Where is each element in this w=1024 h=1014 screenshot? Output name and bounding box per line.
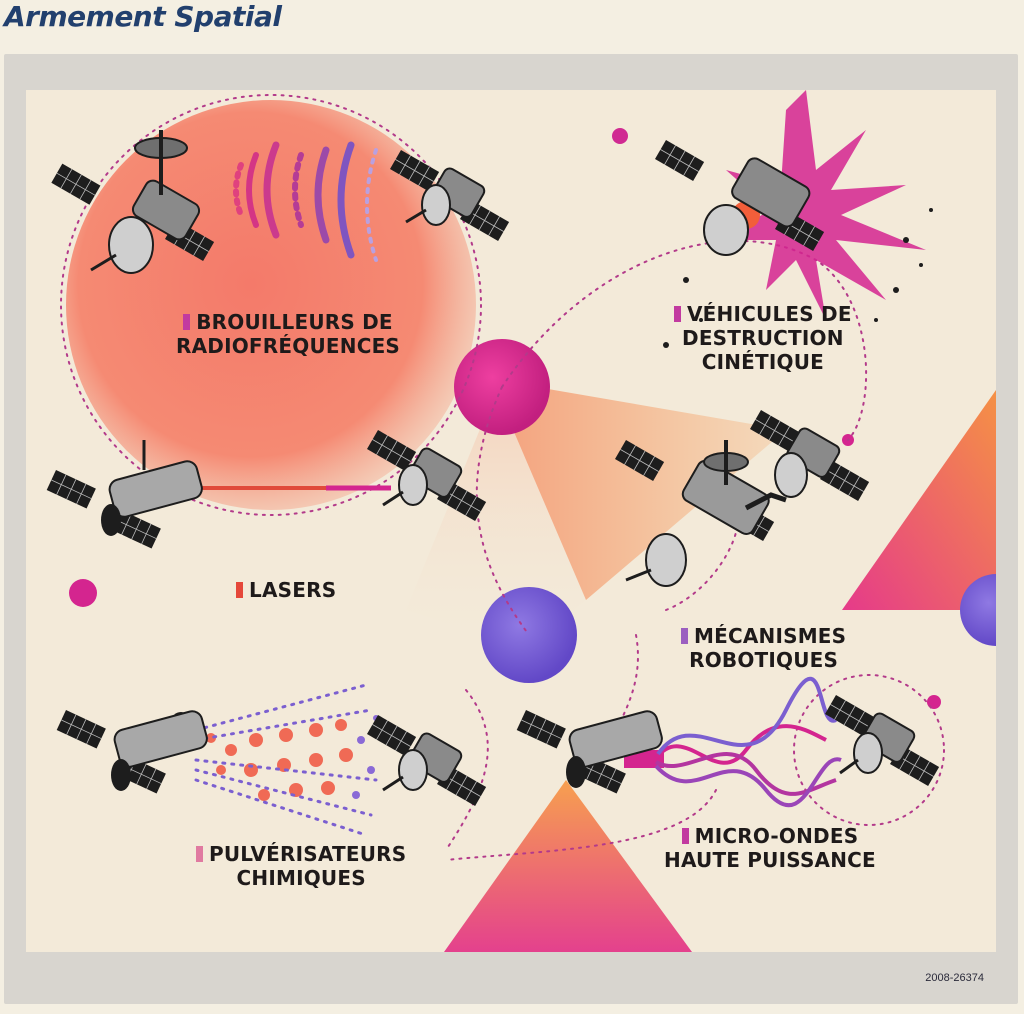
page-title: Armement Spatial xyxy=(4,0,282,33)
illustration-panel: BROUILLEURS DE RADIOFRÉQUENCES VÉHICULES… xyxy=(26,90,996,952)
label-rf-jammers: BROUILLEURS DE RADIOFRÉQUENCES xyxy=(176,310,401,358)
violet-sphere xyxy=(481,587,577,683)
label-chemical: PULVÉRISATEURS CHIMIQUES xyxy=(196,842,406,890)
satellite-icon xyxy=(46,440,203,549)
label-marker xyxy=(183,314,191,330)
satellite-icon xyxy=(516,709,663,794)
satellite-icon xyxy=(749,409,870,502)
triangle-bottom xyxy=(444,780,692,952)
label-marker xyxy=(681,828,689,844)
illustration xyxy=(46,90,996,952)
label-marker xyxy=(196,846,203,862)
chemical-spray xyxy=(194,683,379,837)
satellite-icon xyxy=(56,709,208,794)
label-kinetic: VÉHICULES DE DESTRUCTION CINÉTIQUE xyxy=(674,302,852,374)
rf-waves xyxy=(233,141,378,262)
satellite-icon xyxy=(366,714,487,807)
satellite-icon xyxy=(366,429,487,522)
label-microwave: MICRO-ONDES HAUTE PUISSANCE xyxy=(664,824,876,872)
label-lasers: LASERS xyxy=(236,578,336,602)
satellite-icon xyxy=(50,130,215,274)
figure-code: 2008-26374 xyxy=(925,972,984,984)
satellite-icon xyxy=(824,694,940,787)
label-robotics: MÉCANISMES ROBOTIQUES xyxy=(681,624,846,672)
triangle-right xyxy=(842,390,996,610)
label-marker xyxy=(681,628,688,644)
label-marker xyxy=(674,306,681,322)
satellite-icon xyxy=(389,149,510,242)
satellite-icon xyxy=(614,439,775,587)
satellite-icon xyxy=(654,139,825,256)
label-marker xyxy=(236,582,243,598)
